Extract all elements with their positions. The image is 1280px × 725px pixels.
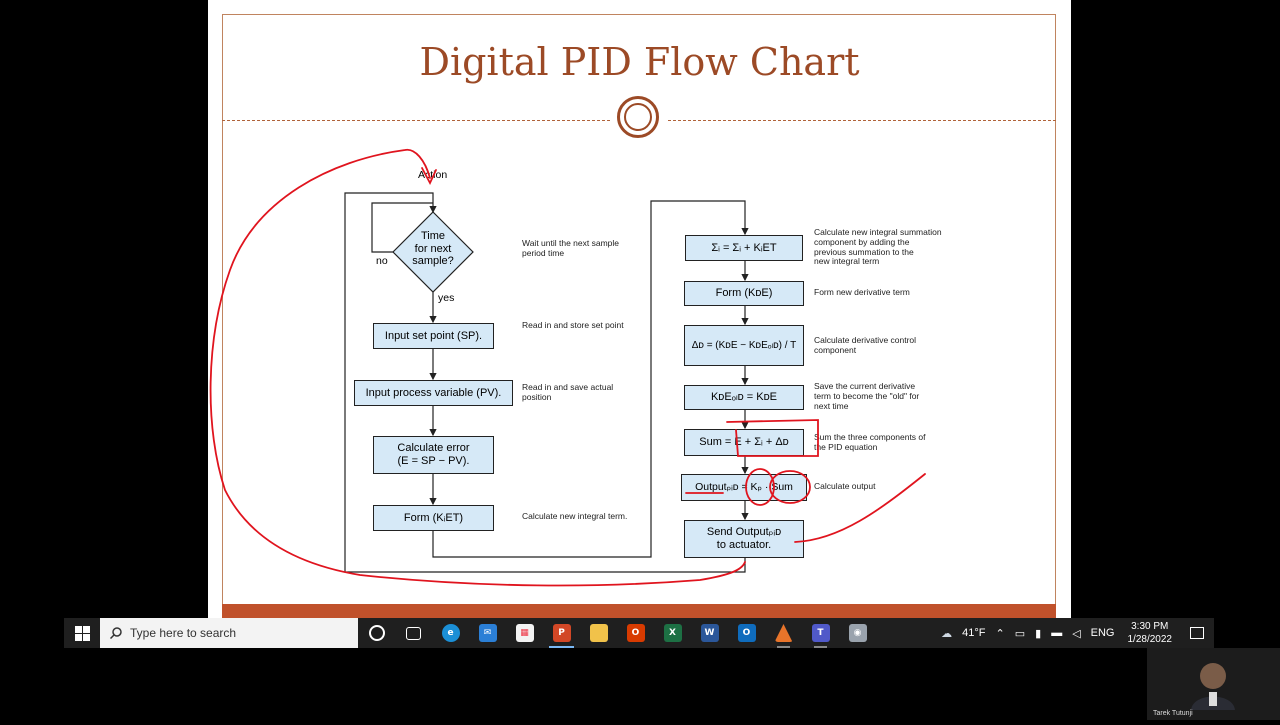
mail-icon: ✉ — [478, 624, 497, 642]
box-input-process-variable: Input process variable (PV). — [354, 380, 513, 406]
box-integral-sum: Σᵢ = Σᵢ + KᵢET — [685, 235, 803, 261]
note-integral-summation: Calculate new integral summation compone… — [814, 227, 942, 267]
taskbar-search[interactable]: Type here to search — [100, 618, 358, 648]
windows-taskbar: Type here to search e ✉ ▦ P O X W O T ◉ … — [64, 618, 1214, 648]
clock-date: 1/28/2022 — [1127, 634, 1173, 645]
box-save-old-derivative: KᴅEₒₗᴅ = KᴅE — [684, 385, 804, 410]
battery-icon[interactable]: ▬ — [1051, 627, 1063, 639]
title-divider-left — [222, 120, 610, 121]
powerpoint-button[interactable]: P — [543, 618, 580, 648]
search-placeholder: Type here to search — [130, 626, 237, 640]
word-icon: W — [700, 624, 719, 642]
powerpoint-icon: P — [552, 624, 571, 642]
matlab-button[interactable] — [765, 618, 802, 648]
box-input-set-point: Input set point (SP). — [373, 323, 494, 349]
office-icon: O — [626, 624, 645, 642]
note-calculate-output: Calculate output — [814, 481, 876, 491]
teams-button[interactable]: T — [802, 618, 839, 648]
clock-time: 3:30 PM — [1131, 621, 1169, 632]
network-icon[interactable]: ▭ — [1014, 627, 1026, 640]
box-delta-d: Δᴅ = (KᴅE − KᴅEₒₗᴅ) / T — [684, 325, 804, 366]
task-view-icon — [406, 626, 421, 640]
yes-label: yes — [438, 292, 455, 304]
search-icon — [110, 627, 122, 639]
note-sum-components: Sum the three components of the PID equa… — [814, 432, 926, 452]
box-send-output: Send Outputₚᵢᴅ to actuator. — [684, 520, 804, 558]
presenter-video — [1191, 663, 1235, 710]
store-icon: ▦ — [515, 624, 534, 642]
presenter-name: Tarek Tutunji — [1153, 710, 1193, 717]
edge-icon: e — [441, 624, 460, 642]
store-button[interactable]: ▦ — [506, 618, 543, 648]
word-button[interactable]: W — [691, 618, 728, 648]
edge-button[interactable]: e — [432, 618, 469, 648]
slide-title: Digital PID Flow Chart — [419, 40, 860, 84]
flowchart-connectors — [344, 192, 749, 573]
outlook-button[interactable]: O — [728, 618, 765, 648]
volume-icon[interactable]: ◁ — [1072, 627, 1081, 640]
task-view-button[interactable] — [395, 618, 432, 648]
ring-ornament — [617, 96, 659, 138]
note-save-position: Read in and save actual position — [522, 382, 614, 402]
note-derivative-term: Form new derivative term — [814, 287, 910, 297]
box-sum: Sum = E + Σᵢ + Δᴅ — [684, 429, 804, 456]
camera-button[interactable]: ◉ — [839, 618, 876, 648]
note-save-derivative: Save the current derivative term to beco… — [814, 381, 920, 411]
notifications-icon[interactable] — [1190, 627, 1204, 639]
no-label: no — [376, 255, 388, 267]
teams-icon: T — [811, 624, 830, 642]
box-form-derivative: Form (KᴅE) — [684, 281, 804, 306]
decision-time-for-sample: Time for next sample? — [412, 230, 454, 268]
matlab-icon — [774, 624, 793, 642]
tray-expand-icon[interactable]: ⌃ — [995, 627, 1005, 640]
camera-icon: ◉ — [848, 624, 867, 642]
outlook-icon: O — [737, 624, 756, 642]
excel-icon: X — [663, 624, 682, 642]
webcam-overlay: Tarek Tutunji — [1147, 648, 1280, 720]
microphone-icon[interactable]: ▮ — [1035, 627, 1042, 640]
box-form-integral: Form (KᵢET) — [373, 505, 494, 531]
mail-button[interactable]: ✉ — [469, 618, 506, 648]
box-output: Outputₚᵢᴅ = Kₚ · Sum — [681, 474, 807, 501]
box-calculate-error: Calculate error (E = SP − PV). — [373, 436, 494, 474]
excel-button[interactable]: X — [654, 618, 691, 648]
title-divider-right — [668, 120, 1056, 121]
cortana-icon — [368, 625, 385, 641]
note-wait: Wait until the next sample period time — [522, 238, 620, 258]
weather-temp[interactable]: 41°F — [962, 627, 986, 639]
file-explorer-button[interactable] — [580, 618, 617, 648]
weather-icon[interactable]: ☁ — [941, 627, 953, 640]
slide-footer-bar — [222, 604, 1056, 620]
note-store-set-point: Read in and store set point — [522, 320, 624, 330]
start-button[interactable] — [64, 618, 100, 648]
action-label: Action — [418, 169, 448, 181]
system-tray: ☁ 41°F ⌃ ▭ ▮ ▬ ◁ ENG 3:30 PM 1/28/2022 — [936, 618, 1214, 648]
windows-logo-icon — [74, 625, 90, 641]
office-button[interactable]: O — [617, 618, 654, 648]
cortana-button[interactable] — [358, 618, 395, 648]
note-integral-term: Calculate new integral term. — [522, 511, 628, 521]
language-indicator[interactable]: ENG — [1090, 627, 1115, 639]
note-derivative-component: Calculate derivative control component — [814, 335, 917, 355]
folder-icon — [589, 624, 608, 642]
clock[interactable]: 3:30 PM 1/28/2022 — [1128, 620, 1173, 646]
